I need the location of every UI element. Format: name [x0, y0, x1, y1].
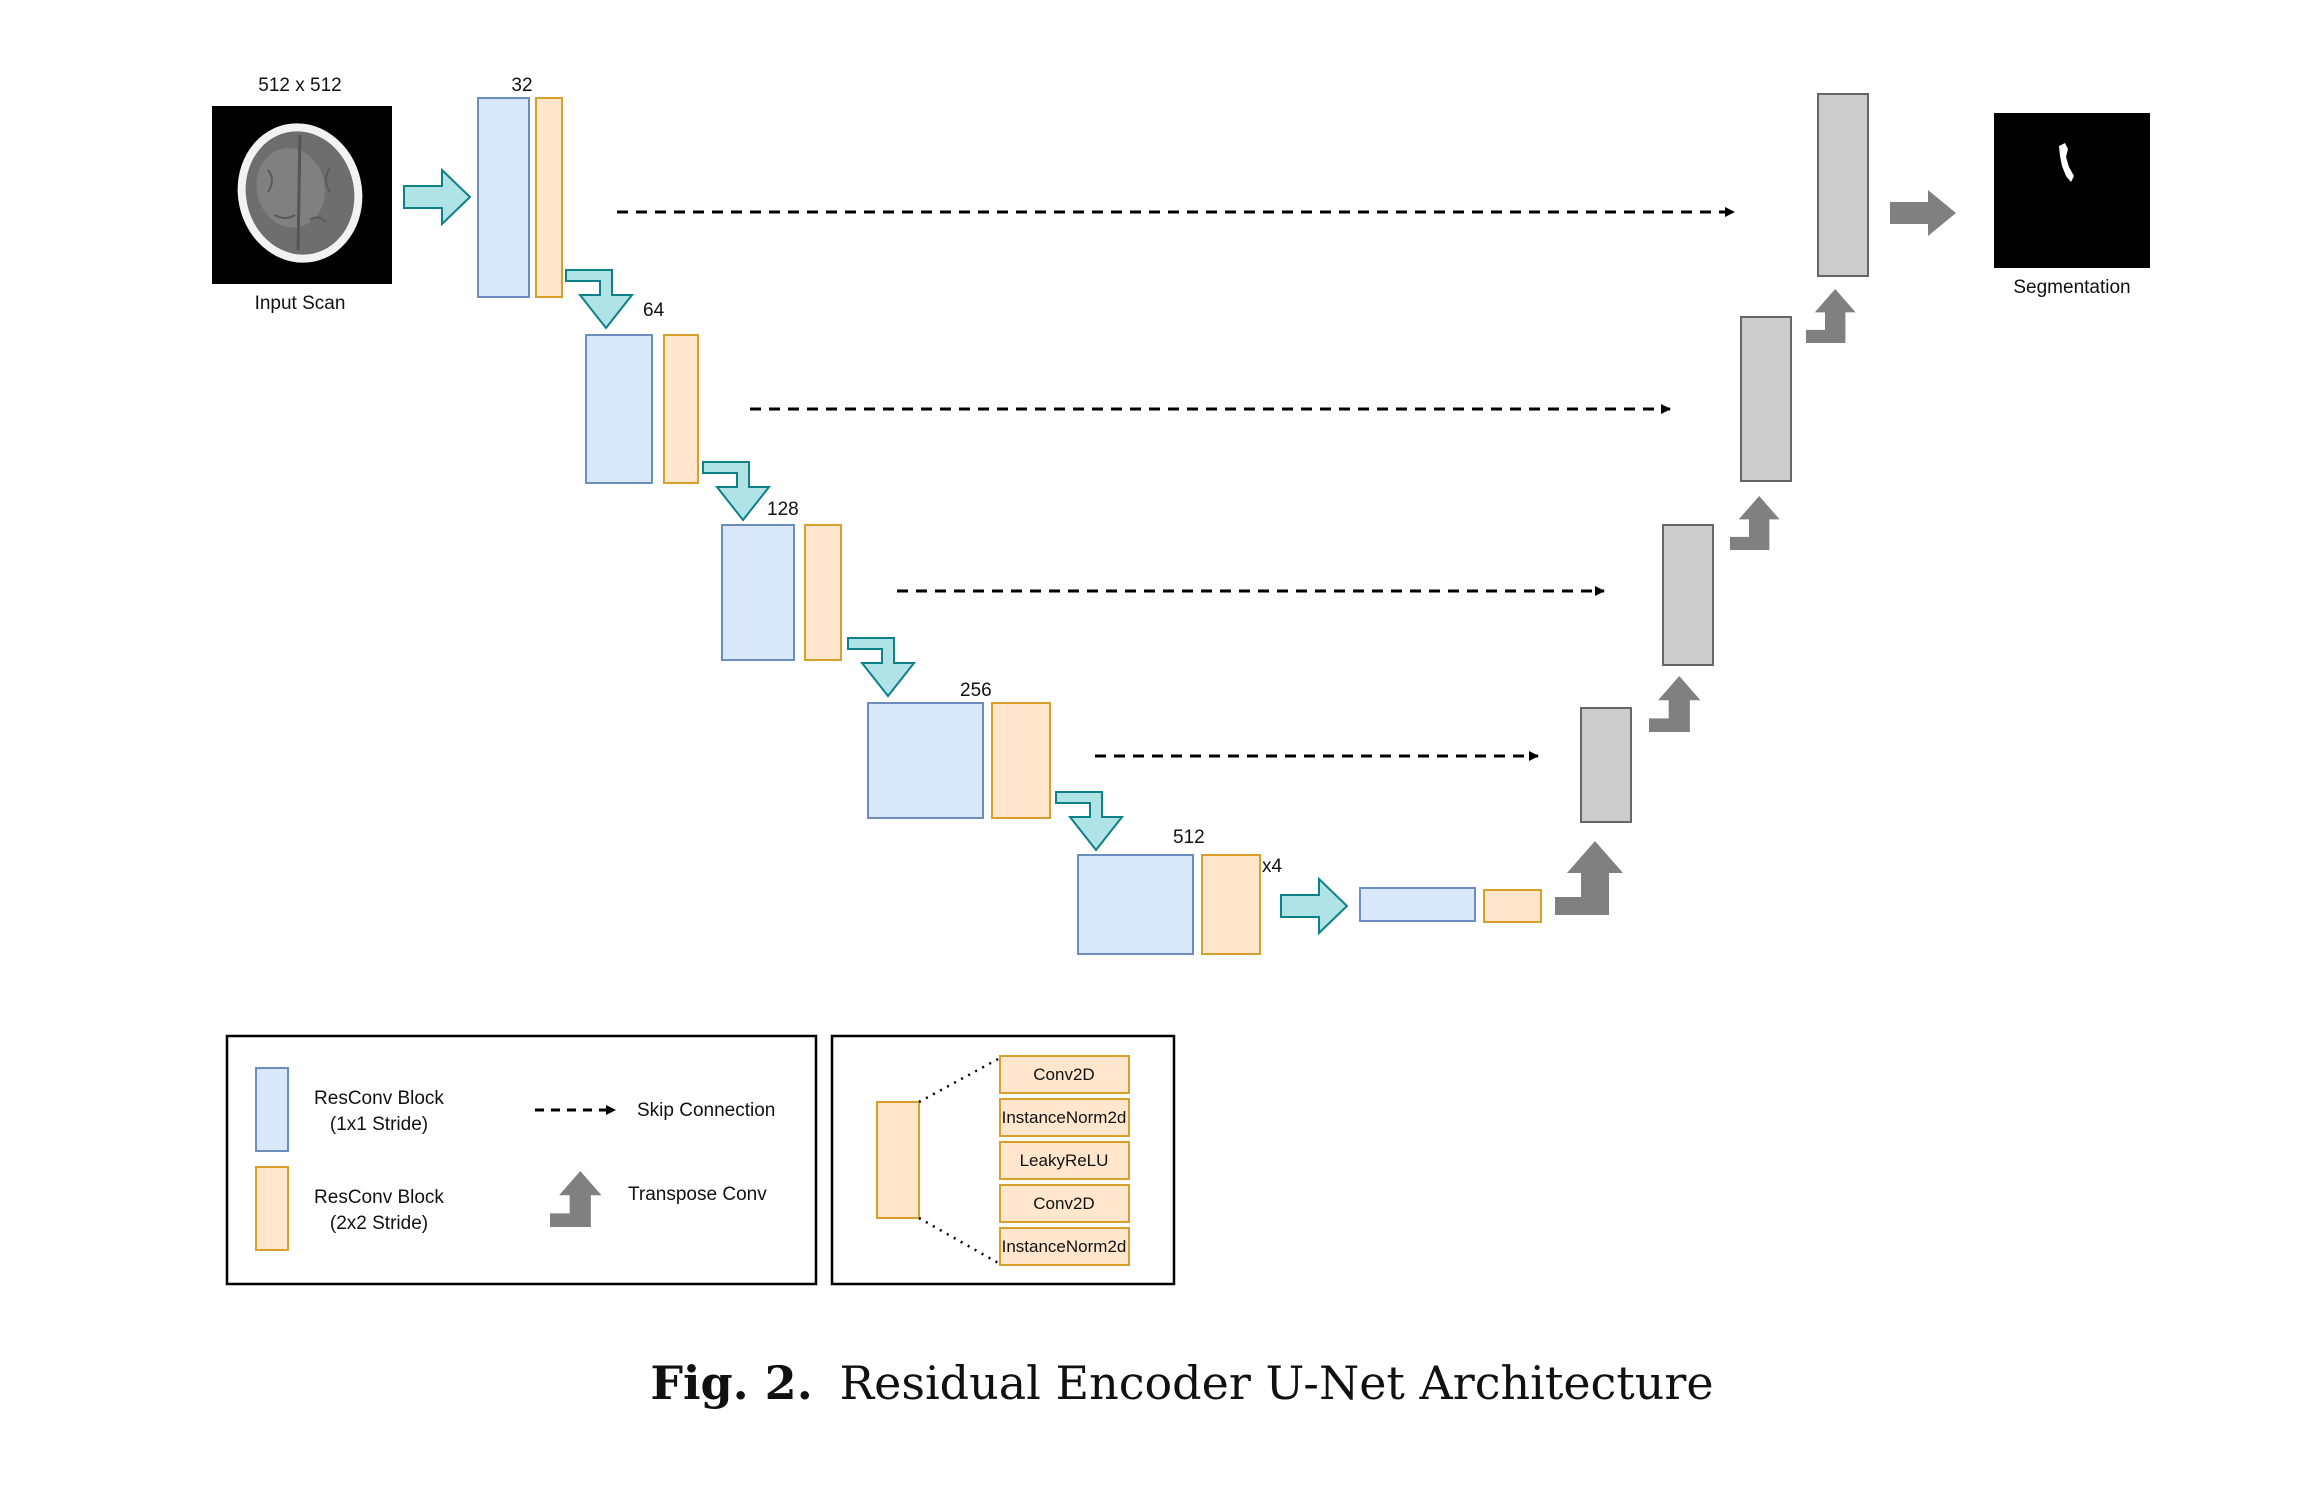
decoder-block-3: [1740, 316, 1792, 482]
downsample-arrow-2: [702, 461, 770, 521]
segmentation-image: [1994, 113, 2150, 268]
resconv-1x1-block-512: [1077, 854, 1194, 955]
decoder-block-2: [1662, 524, 1714, 666]
resconv-1x1-block-256: [867, 702, 984, 819]
transpose-conv-arrow-2: [1649, 676, 1701, 732]
legend-transpose-label: Transpose Conv: [628, 1184, 767, 1205]
figure-caption-label: Fig. 2.: [650, 1356, 812, 1410]
segmentation-mask: [2059, 143, 2074, 182]
detail-orange-block: [876, 1101, 920, 1219]
output-arrow: [1890, 190, 1956, 236]
layer-label-leakyrelu: LeakyReLU: [1020, 1151, 1109, 1170]
layer-box-conv2d-2: [999, 1184, 1130, 1223]
transpose-conv-arrow-4: [1806, 289, 1856, 343]
channels-label-512: 512: [1173, 827, 1205, 848]
bottleneck-arrow: [1279, 877, 1349, 935]
segmentation-caption: Segmentation: [2013, 277, 2130, 298]
layer-box-instancenorm-2: [999, 1227, 1130, 1266]
resconv-2x2-block-256: [991, 702, 1051, 819]
bottleneck-1x1-block: [1359, 887, 1476, 922]
decoder-block-4: [1817, 93, 1869, 277]
input-size-label: 512 x 512: [258, 75, 341, 96]
brain-ct-graphic: [237, 123, 363, 263]
legend-blue-swatch: [255, 1067, 289, 1152]
resconv-1x1-block-64: [585, 334, 653, 484]
channels-label-32: 32: [511, 75, 532, 96]
legend-orange-swatch: [255, 1166, 289, 1251]
layer-box-leakyrelu: [999, 1141, 1130, 1180]
layer-label-instancenorm-1: InstanceNorm2d: [1002, 1108, 1127, 1127]
downsample-arrow-4: [1055, 791, 1123, 851]
resconv-2x2-block-128: [804, 524, 842, 661]
bottleneck-2x2-block: [1483, 889, 1542, 923]
legend-orange-line2: (2x2 Stride): [330, 1213, 428, 1234]
figure-caption-text: Residual Encoder U-Net Architecture: [840, 1356, 1714, 1410]
downsample-arrow-3: [847, 637, 915, 697]
transpose-conv-arrow-1: [1555, 841, 1623, 915]
input-arrow: [403, 169, 471, 225]
downsample-arrow-1: [565, 269, 633, 329]
resconv-1x1-block-128: [721, 524, 795, 661]
legend-blue-line2: (1x1 Stride): [330, 1114, 428, 1135]
legend-blue-line1: ResConv Block: [314, 1088, 444, 1109]
decoder-block-1: [1580, 707, 1632, 823]
layer-label-conv2d-1: Conv2D: [1033, 1065, 1094, 1084]
layer-box-instancenorm-1: [999, 1098, 1130, 1137]
resconv-2x2-block-32: [535, 97, 563, 298]
resconv-2x2-block-512: [1201, 854, 1261, 955]
resconv-2x2-block-64: [663, 334, 699, 484]
channels-label-256: 256: [960, 680, 992, 701]
channels-label-128: 128: [767, 499, 799, 520]
layer-label-conv2d-2: Conv2D: [1033, 1194, 1094, 1213]
transpose-conv-arrow-3: [1730, 496, 1780, 550]
channels-label-64: 64: [643, 300, 665, 321]
legend-orange-line1: ResConv Block: [314, 1187, 444, 1208]
legend-skip-label: Skip Connection: [637, 1100, 775, 1121]
layer-box-conv2d-1: [999, 1055, 1130, 1094]
figure-caption: Fig. 2. Residual Encoder U-Net Architect…: [650, 1356, 1713, 1410]
input-scan-caption: Input Scan: [255, 293, 346, 314]
repeat-label: x4: [1262, 856, 1283, 877]
layer-label-instancenorm-2: InstanceNorm2d: [1002, 1237, 1127, 1256]
legend-box: [225, 1034, 818, 1286]
resconv-1x1-block-32: [477, 97, 530, 298]
